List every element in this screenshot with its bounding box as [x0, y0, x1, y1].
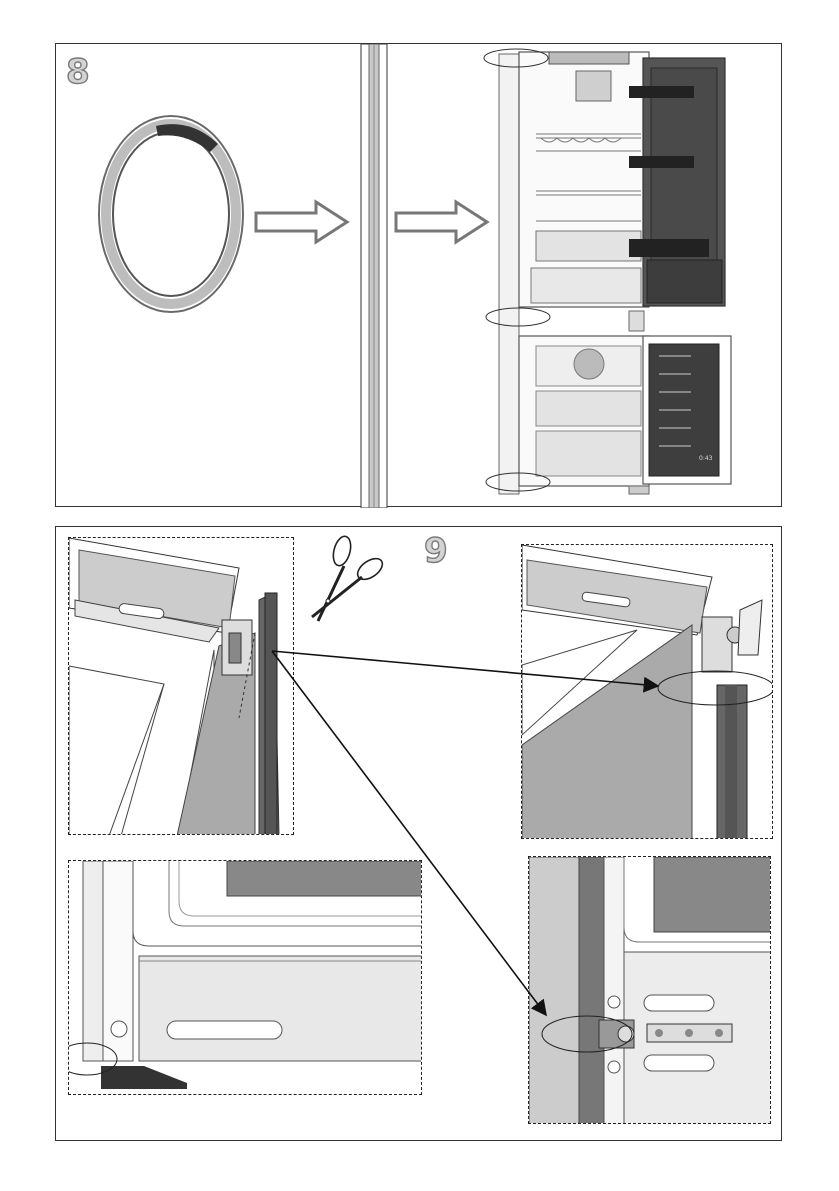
detail-bottom-hinge-before — [68, 860, 422, 1095]
detail-middle-hinge-after — [528, 856, 771, 1124]
door-seal-profile-strip — [359, 44, 389, 508]
step-8-number: 8 — [66, 52, 90, 92]
right-arrow-icon — [254, 199, 350, 245]
step-8-panel: 8 — [55, 43, 782, 507]
scissors-icon — [278, 529, 388, 639]
step-9-number: 9 — [424, 531, 448, 571]
step-9-panel: 9 — [55, 526, 782, 1141]
door-seal-ring-illustration — [86, 104, 256, 324]
fridge-freezer-illustration: 0:43 — [481, 46, 781, 501]
detail-top-hinge-before — [68, 537, 294, 835]
right-arrow-icon — [394, 199, 490, 245]
detail-top-hinge-after — [521, 544, 773, 839]
freezer-display-label: 0:43 — [699, 455, 713, 462]
